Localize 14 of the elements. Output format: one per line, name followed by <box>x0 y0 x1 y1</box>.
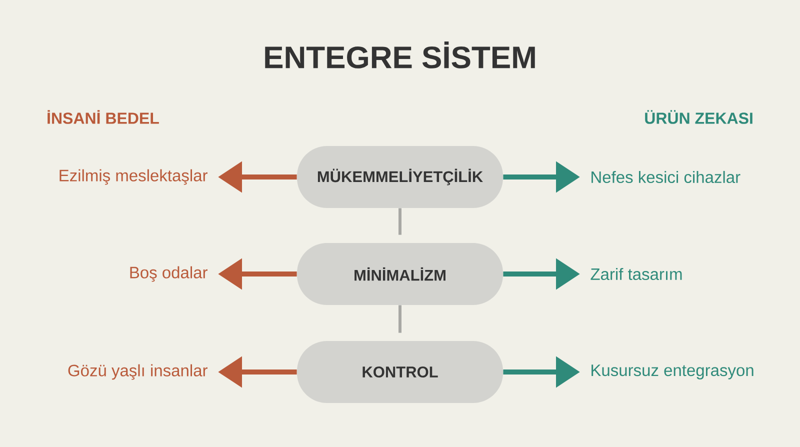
title: ENTEGRE SİSTEM <box>265 42 535 68</box>
outcome-text: Boş odalar <box>130 266 208 282</box>
pill-box: KONTROL <box>297 341 503 403</box>
connector-line <box>398 305 402 333</box>
pill-box: MÜKEMMELİYETÇİLİK <box>297 146 503 208</box>
outcome-text: Nefes kesici cihazlar <box>592 170 740 184</box>
outcome-text: Zarif tasarım <box>590 268 682 280</box>
outcome-text: Kusursuz entegrasyon <box>592 364 754 380</box>
connector-line <box>398 208 402 235</box>
pill-box: MİNİMALİZM <box>297 243 503 305</box>
column-heading: ÜRÜN ZEKASI <box>645 110 752 124</box>
column-heading: İNSANİ BEDEL <box>48 110 159 124</box>
outcome-text: Gözü yaşlı insanlar <box>68 364 208 380</box>
outcome-text: Ezilmiş meslektaşlar <box>60 169 208 185</box>
